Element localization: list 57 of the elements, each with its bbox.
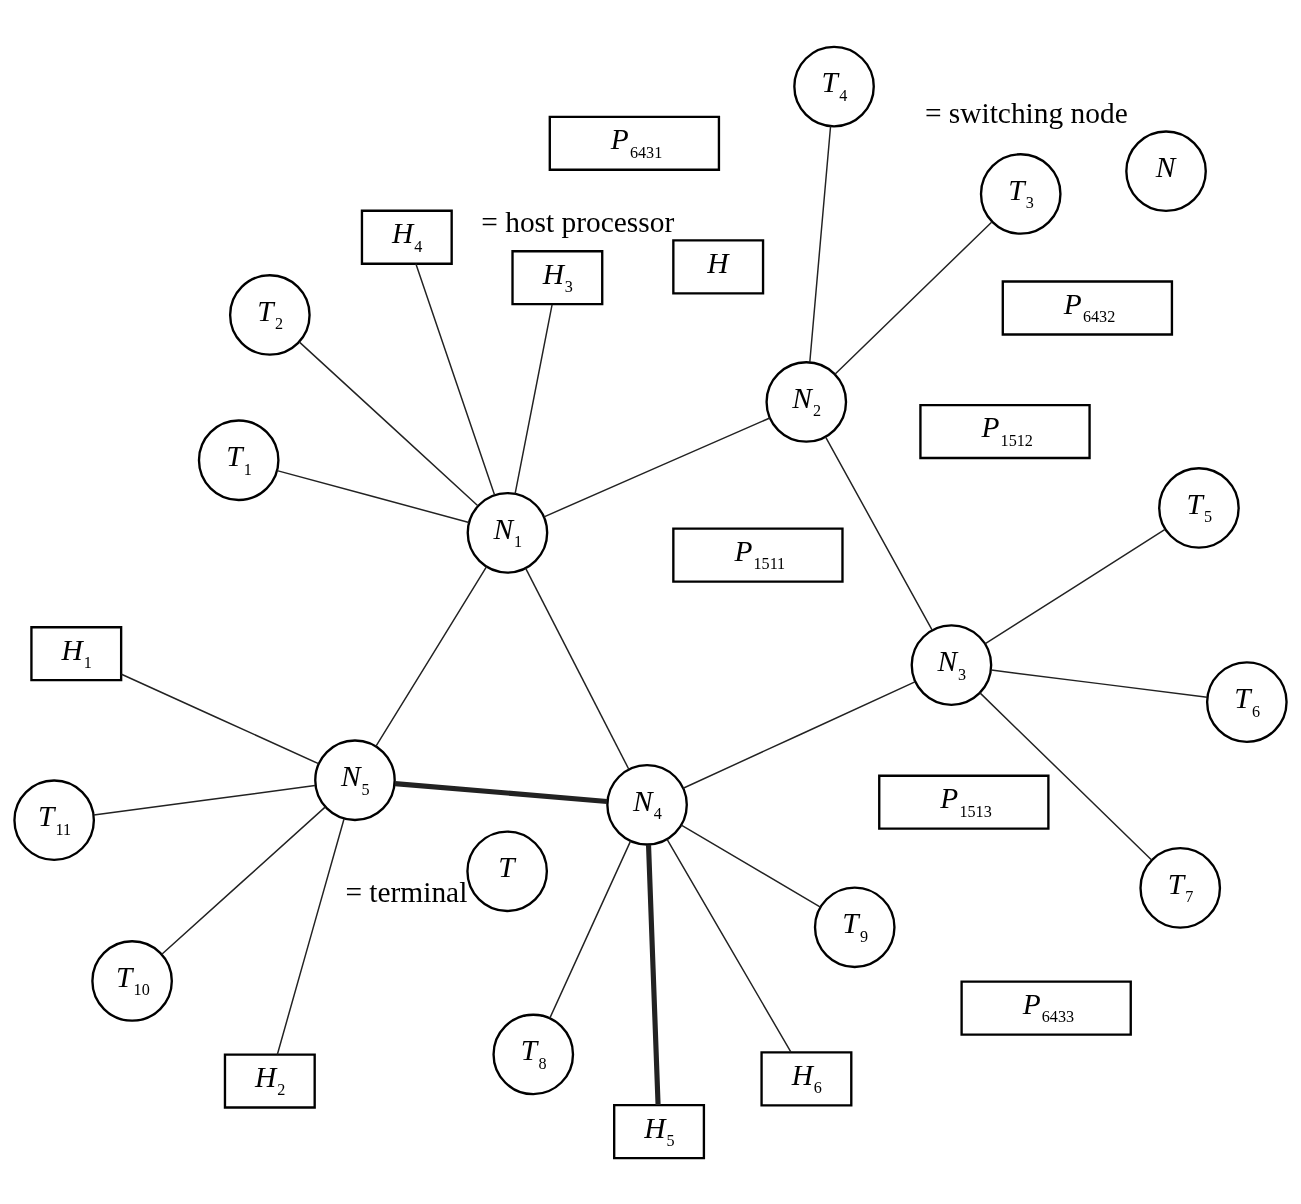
node-label: = host processor <box>481 205 675 238</box>
node-box: H$_{2}$ <box>223 1052 316 1109</box>
node-circle: N$_{3}$ <box>910 623 993 706</box>
connector <box>682 680 916 789</box>
node-circle: T <box>466 829 549 912</box>
connector <box>979 691 1153 861</box>
connector <box>415 262 496 496</box>
connector <box>543 416 771 518</box>
node-circle: T$_{8}$ <box>492 1013 575 1095</box>
connector <box>680 823 822 908</box>
node-box: H$_{6}$ <box>760 1050 853 1107</box>
connector <box>809 125 832 363</box>
node-label: = switching node <box>924 96 1128 129</box>
node-circle: N$_{2}$ <box>765 360 848 443</box>
connector <box>120 673 320 764</box>
node-box: H$_{1}$ <box>30 625 123 681</box>
node-circle: T$_{5}$ <box>1158 466 1240 549</box>
node-circle: T$_{4}$ <box>793 45 875 127</box>
node-circle: T$_{10}$ <box>91 939 173 1022</box>
connector <box>276 817 345 1055</box>
connector <box>394 780 608 804</box>
node-box: P$_{6432}$ <box>1001 279 1174 336</box>
connector <box>549 839 632 1019</box>
connector <box>824 435 933 631</box>
node-box: H <box>672 238 765 294</box>
node-box: H$_{5}$ <box>613 1103 706 1159</box>
node-circle: T$_{11}$ <box>13 778 96 861</box>
node-box: P$_{6431}$ <box>548 115 721 171</box>
connector <box>666 838 792 1053</box>
connector <box>984 528 1166 644</box>
connector <box>93 784 316 816</box>
connector <box>834 221 993 375</box>
connector <box>514 303 553 494</box>
node-circle: T$_{7}$ <box>1139 846 1222 929</box>
node-box: H$_{3}$ <box>511 249 604 305</box>
node-box: P$_{6433}$ <box>960 979 1132 1036</box>
connector <box>645 844 661 1105</box>
node-label: = terminal <box>345 875 468 908</box>
node-circle: T$_{2}$ <box>228 273 311 356</box>
connector <box>524 567 630 770</box>
node-circle: N$_{4}$ <box>606 763 688 846</box>
node-circle: N$_{1}$ <box>466 491 549 574</box>
node-circle: T$_{6}$ <box>1205 660 1288 743</box>
node-box: P$_{1512}$ <box>919 403 1091 459</box>
connector <box>375 565 488 747</box>
node-circle: T$_{3}$ <box>979 152 1062 235</box>
node-circle: T$_{9}$ <box>813 885 896 968</box>
node-box: H$_{4}$ <box>360 209 453 265</box>
connector <box>298 340 479 506</box>
node-circle: N <box>1125 129 1207 212</box>
connector <box>161 805 327 955</box>
node-box: P$_{1511}$ <box>672 526 844 583</box>
node-box: P$_{1513}$ <box>878 774 1050 830</box>
connector <box>990 668 1208 698</box>
connector <box>276 469 470 523</box>
node-circle: N$_{5}$ <box>314 738 396 821</box>
node-circle: T$_{1}$ <box>197 418 280 501</box>
